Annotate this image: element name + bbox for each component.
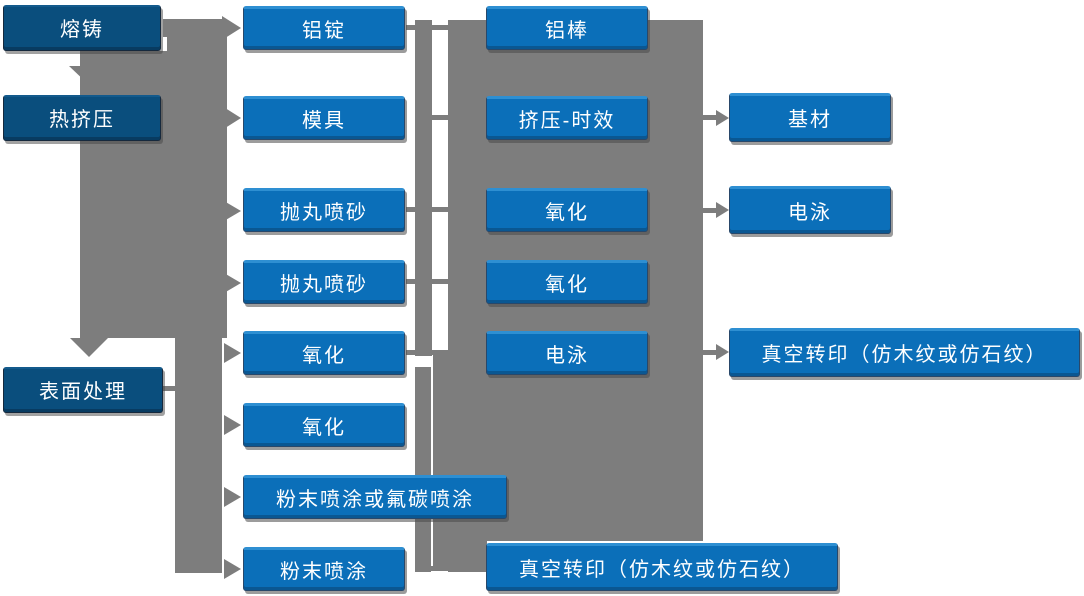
arrowhead-to-oxidation-a-icon	[224, 343, 241, 363]
shaft-to-vacuum-transfer	[703, 350, 716, 355]
arrowhead-to-oxidation-b-icon	[224, 415, 241, 435]
node-label-mold: 模具	[302, 109, 346, 132]
column-right-of-melt-casting	[167, 33, 227, 55]
node-label-aluminum-ingot: 铝锭	[302, 19, 346, 42]
arrowhead-to-powder-or-fluorocarbon-icon	[224, 487, 241, 507]
node-surface-treatment: 表面处理	[3, 367, 163, 413]
node-label-shot-blasting-2: 抛丸喷砂	[280, 273, 368, 296]
arrowhead-to-vacuum-transfer-right-icon	[716, 344, 729, 360]
node-label-oxidation-c: 氧化	[545, 201, 589, 224]
arrow-shaft-melt-to-ingot	[163, 19, 223, 37]
arrowhead-to-electrophoresis-b-icon	[716, 202, 729, 218]
node-shot-blasting-1: 抛丸喷砂	[243, 188, 405, 232]
node-powder-or-fluorocarbon-coating: 粉末喷涂或氟碳喷涂	[243, 475, 507, 519]
row2-line-right	[432, 115, 448, 120]
node-oxidation-b: 氧化	[243, 403, 405, 447]
arrowhead-to-shot-blasting-2-icon	[224, 273, 241, 293]
arrowhead-to-shot-blasting-1-icon	[224, 201, 241, 221]
row4-line-right	[432, 279, 448, 284]
arrowhead-to-powder-coating-icon	[224, 559, 241, 579]
node-label-aluminum-rod: 铝棒	[545, 19, 589, 42]
node-oxidation-c: 氧化	[486, 188, 648, 232]
node-label-powder-or-fluorocarbon-coating: 粉末喷涂或氟碳喷涂	[276, 488, 474, 511]
mid-strip-2	[433, 350, 448, 570]
node-label-electrophoresis-b: 电泳	[788, 201, 832, 224]
node-vacuum-transfer-right: 真空转印（仿木纹或仿石纹）	[729, 328, 1080, 377]
node-oxidation-d: 氧化	[486, 260, 648, 304]
lower-left-column	[175, 338, 222, 573]
node-mold: 模具	[243, 96, 405, 140]
row5-line-right	[432, 350, 448, 355]
node-label-powder-coating: 粉末喷涂	[280, 560, 368, 583]
row4-stub-left	[406, 279, 415, 284]
node-label-shot-blasting-1: 抛丸喷砂	[280, 201, 368, 224]
arrowhead-to-base-material-icon	[716, 110, 729, 126]
node-extrusion-aging: 挤压-时效	[486, 96, 648, 140]
node-label-oxidation-a: 氧化	[302, 344, 346, 367]
surface-treatment-stub	[163, 386, 176, 391]
node-label-oxidation-d: 氧化	[545, 273, 589, 296]
node-label-base-material: 基材	[788, 109, 832, 131]
row3-line-right	[432, 207, 448, 212]
row1-stub-left	[406, 25, 415, 30]
node-label-extrusion-aging: 挤压-时效	[518, 109, 616, 132]
node-electrophoresis-b: 电泳	[729, 186, 891, 234]
arrowhead-to-hot-extrusion-icon	[69, 66, 109, 85]
node-hot-extrusion: 热挤压	[3, 95, 161, 141]
node-label-vacuum-transfer-right: 真空转印（仿木纹或仿石纹）	[761, 344, 1048, 366]
arrowhead-to-mold-icon	[222, 106, 241, 130]
node-vacuum-transfer-bottom: 真空转印（仿木纹或仿石纹）	[486, 543, 838, 591]
arrowhead-to-aluminum-ingot-icon	[222, 16, 241, 40]
row1-line-right	[432, 25, 448, 30]
node-base-material: 基材	[729, 93, 891, 142]
node-shot-blasting-2: 抛丸喷砂	[243, 260, 405, 304]
node-label-surface-treatment: 表面处理	[39, 381, 127, 403]
node-powder-coating: 粉末喷涂	[243, 547, 405, 591]
bottom-connector-line	[431, 566, 450, 571]
node-electrophoresis-a: 电泳	[486, 331, 648, 375]
node-melt-casting: 熔铸	[3, 5, 161, 51]
node-label-oxidation-b: 氧化	[302, 416, 346, 439]
node-label-vacuum-transfer-bottom: 真空转印（仿木纹或仿石纹）	[519, 558, 805, 581]
center-panel-leg	[448, 541, 487, 572]
node-label-hot-extrusion: 热挤压	[49, 109, 115, 131]
mid-band-upper	[415, 20, 432, 356]
arrowhead-to-surface-treatment-icon	[70, 338, 108, 357]
node-oxidation-a: 氧化	[243, 331, 405, 375]
node-label-electrophoresis-a: 电泳	[545, 344, 589, 367]
shaft-to-base-material	[703, 115, 716, 120]
shaft-to-electrophoresis	[703, 208, 716, 213]
mid-band-lower	[415, 367, 431, 572]
node-aluminum-ingot: 铝锭	[243, 6, 405, 50]
row3-stub-left	[406, 207, 415, 212]
node-aluminum-rod: 铝棒	[486, 6, 648, 50]
node-label-melt-casting: 熔铸	[60, 19, 104, 41]
row5-stub-left	[406, 350, 415, 355]
